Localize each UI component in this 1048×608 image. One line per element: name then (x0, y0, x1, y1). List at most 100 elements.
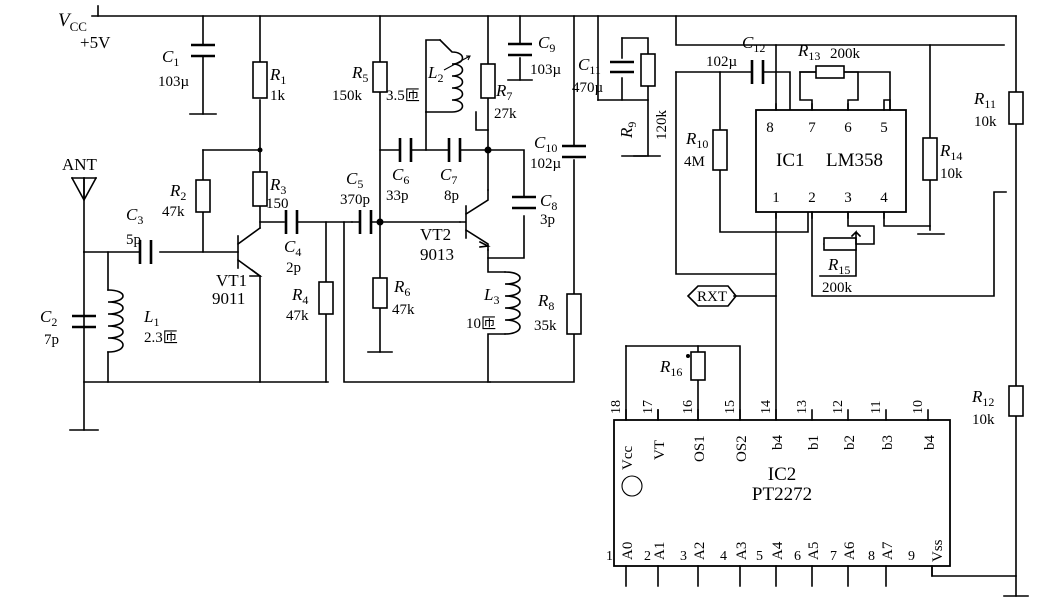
ic2-orientation-mark (621, 475, 643, 497)
c8-sub: 8 (551, 199, 557, 213)
r9-value: 120k (654, 110, 670, 141)
r14-ref: R (939, 141, 951, 160)
c4-value: 2p (286, 260, 301, 276)
svg-text:VCC: VCC (58, 10, 87, 34)
l1-value: 2.3匝 (144, 330, 178, 346)
c12-ref: C (742, 33, 754, 52)
rxt-label: RXT (697, 289, 727, 305)
r11-sub: 11 (984, 97, 996, 111)
R8-body (566, 293, 582, 335)
r1-value: 1k (270, 88, 286, 104)
ic2-pin-15: 15 (723, 400, 738, 414)
svg-text:C6: C6 (392, 165, 409, 187)
r6-value: 47k (392, 302, 415, 318)
ic2-top-pins: 18 17 16 15 14 13 12 11 10 Vcc VT OS1 OS… (609, 400, 938, 470)
R7-body (480, 63, 496, 99)
r14-value: 10k (940, 166, 963, 182)
c12-value: 102µ (706, 54, 738, 70)
ic2-pin-17: 17 (641, 400, 656, 414)
svg-text:R13: R13 (797, 41, 820, 63)
svg-text:R3: R3 (269, 175, 286, 197)
c7-value: 8p (444, 188, 459, 204)
svg-text:R4: R4 (291, 285, 308, 307)
L1-coil (107, 289, 124, 353)
antenna-symbol (70, 176, 98, 202)
R14-body (922, 137, 938, 181)
svg-text:C2: C2 (40, 307, 57, 329)
R15-body (823, 237, 857, 251)
r8-value: 35k (534, 318, 557, 334)
r7-ref: R (495, 81, 507, 100)
c4-sub: 4 (295, 245, 301, 259)
ic2-pin-name-b2: b2 (842, 435, 858, 450)
ic2-pin-name-os1: OS1 (692, 435, 708, 462)
r8-sub: 8 (548, 299, 554, 313)
svg-text:C5: C5 (346, 169, 363, 191)
svg-text:R16: R16 (659, 357, 682, 379)
c11-ref: C (578, 55, 590, 74)
svg-text:R14: R14 (939, 141, 962, 163)
ic1-pin-5: 5 (880, 120, 888, 136)
vcc-label: V (58, 10, 72, 31)
ic2-pin-16: 16 (681, 400, 696, 414)
r1-ref: R (269, 65, 281, 84)
R16-body (690, 351, 706, 381)
svg-text:C9: C9 (538, 33, 555, 55)
r15-ref: R (827, 255, 839, 274)
c8-ref: C (540, 191, 552, 210)
r16-ref: R (659, 357, 671, 376)
ic2-pin-3: 3 (680, 549, 687, 564)
ic2-pin-11: 11 (869, 401, 884, 414)
r11-ref: R (973, 89, 985, 108)
svg-text:L3: L3 (483, 285, 499, 307)
svg-text:L1: L1 (143, 307, 159, 329)
r5-value: 150k (332, 88, 363, 104)
R3-body (252, 171, 268, 207)
R5-body (372, 61, 388, 93)
r3-value: 150 (266, 196, 289, 212)
ic2-pin-name-a6: A6 (842, 541, 858, 560)
svg-text:R2: R2 (169, 181, 186, 203)
ic2-pin-name-b3: b3 (880, 435, 896, 450)
ic2-pin-name-vcc: Vcc (620, 446, 636, 470)
ic1-pin-4: 4 (880, 190, 888, 206)
R2-body (195, 179, 211, 213)
r10-ref: R (685, 129, 697, 148)
ic2-pin-name-a4: A4 (770, 541, 786, 560)
vt2-ref: VT2 (420, 225, 451, 244)
r5-ref: R (351, 63, 363, 82)
R12-body (1008, 385, 1024, 417)
R4-body (318, 281, 334, 315)
r14-sub: 14 (950, 149, 962, 163)
svg-text:C4: C4 (284, 237, 301, 259)
l1-ref: L (143, 307, 153, 326)
vt2-type: 9013 (420, 245, 454, 264)
ic1-lm358 (755, 99, 907, 219)
ic2-pin-name-a3: A3 (734, 542, 750, 560)
r12-sub: 12 (982, 395, 994, 409)
r11-value: 10k (974, 114, 997, 130)
c10-value: 102µ (530, 156, 562, 172)
r3-ref: R (269, 175, 281, 194)
ic2-pt2272 (613, 409, 951, 587)
c2-ref: C (40, 307, 52, 326)
c7-sub: 7 (451, 173, 457, 187)
svg-text:C1: C1 (162, 47, 179, 69)
c3-ref: C (126, 205, 138, 224)
r12-value: 10k (972, 412, 995, 428)
r2-value: 47k (162, 204, 185, 220)
R10-body (712, 129, 728, 171)
l3-ref: L (483, 285, 493, 304)
ic1-pin-3: 3 (844, 190, 852, 206)
r15-value: 200k (822, 280, 853, 296)
c2-sub: 2 (51, 315, 57, 329)
r13-sub: 13 (808, 49, 820, 63)
ic2-pin-name-a1: A1 (652, 542, 668, 560)
ic2-pin-14: 14 (759, 400, 774, 414)
c11-sub: 11 (589, 63, 601, 77)
c9-ref: C (538, 33, 550, 52)
svg-text:C10: C10 (534, 133, 557, 155)
ic2-pin-5: 5 (756, 549, 763, 564)
svg-text:R12: R12 (971, 387, 994, 409)
c7-ref: C (440, 165, 452, 184)
